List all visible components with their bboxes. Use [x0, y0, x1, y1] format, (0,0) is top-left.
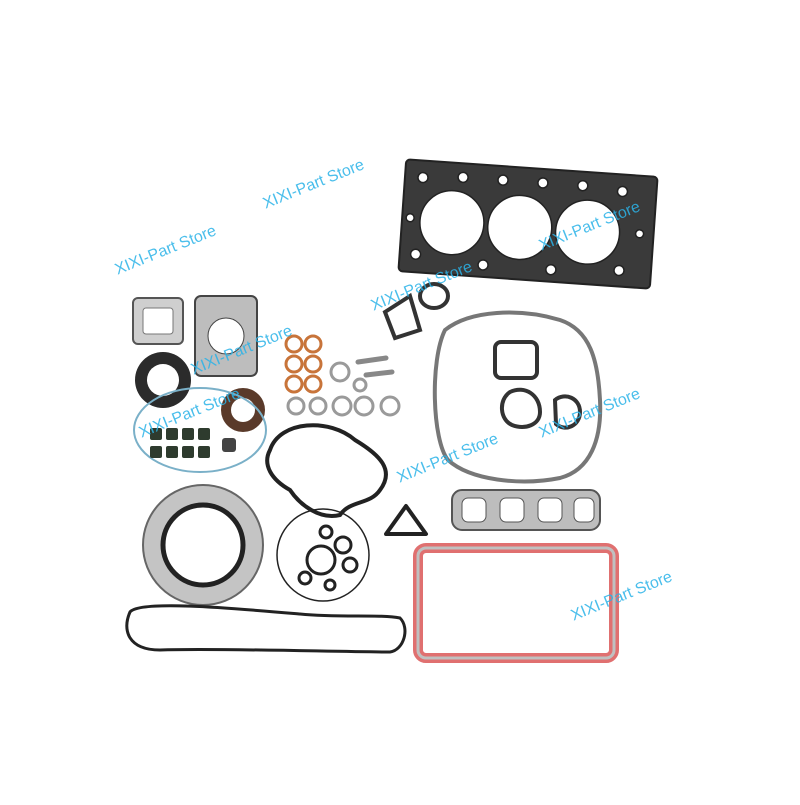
oil-seal-small [221, 388, 265, 432]
water-pump-gasket [265, 423, 388, 518]
gray-washers [286, 361, 401, 417]
triangle-gasket [384, 504, 428, 536]
oil-seal-large [135, 352, 191, 408]
oil-pan-gasket [413, 543, 619, 663]
copper-washers [284, 334, 323, 394]
o-ring-set [276, 508, 370, 602]
manifold-gasket [451, 489, 601, 531]
front-cover-gasket [432, 310, 603, 484]
valve-stem-seals [133, 387, 267, 473]
link-bars [355, 355, 395, 378]
square-gasket-2 [194, 295, 258, 377]
small-gaskets-top [382, 282, 450, 341]
head-gasket [397, 158, 659, 290]
valve-cover-gasket [125, 604, 407, 654]
square-gasket-1 [132, 297, 184, 345]
housing-gasket [142, 484, 264, 606]
